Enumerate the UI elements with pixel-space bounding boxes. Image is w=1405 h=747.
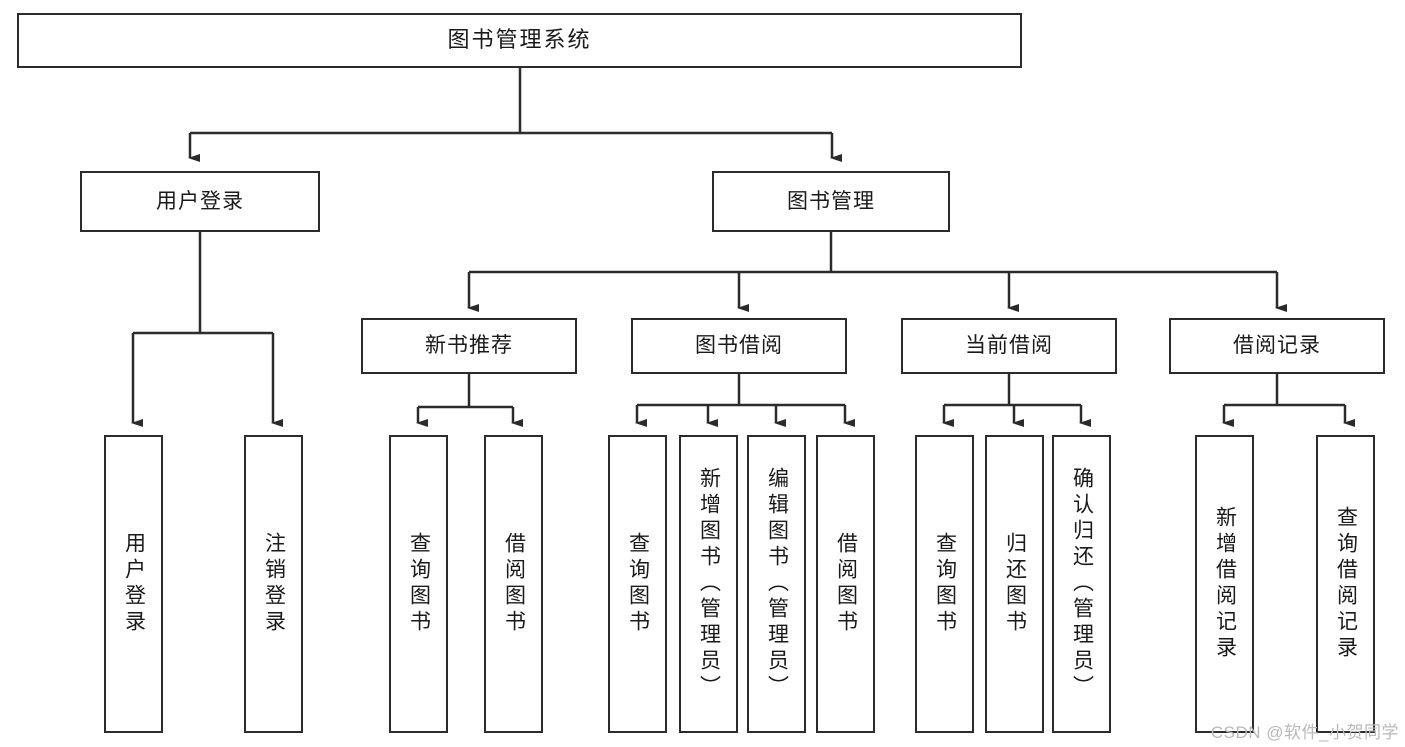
- node-leaf-query-book-2[interactable]: 查询图书: [608, 435, 667, 733]
- node-leaf-query-book-2-label: 查询图书: [626, 532, 650, 636]
- node-leaf-query-book-3-label: 查询图书: [933, 532, 957, 636]
- node-leaf-add-record[interactable]: 新增借阅记录: [1195, 435, 1254, 733]
- node-leaf-user-logout-label: 注销登录: [262, 532, 286, 636]
- node-root[interactable]: 图书管理系统: [17, 13, 1022, 68]
- node-leaf-return-book-label: 归还图书: [1003, 532, 1027, 636]
- node-leaf-edit-book-label: 编辑图书（管理员）: [765, 467, 789, 701]
- watermark: CSDN @软件_小贺同学: [1210, 723, 1399, 742]
- node-current-borrow-label: 当前借阅: [965, 334, 1053, 358]
- node-leaf-query-record[interactable]: 查询借阅记录: [1316, 435, 1375, 733]
- node-root-label: 图书管理系统: [447, 27, 592, 53]
- node-leaf-query-record-label: 查询借阅记录: [1334, 506, 1358, 662]
- node-book-manage-label: 图书管理: [787, 189, 875, 213]
- node-book-borrow[interactable]: 图书借阅: [631, 318, 847, 374]
- node-leaf-add-book[interactable]: 新增图书（管理员）: [679, 435, 738, 733]
- node-leaf-borrow-book-2-label: 借阅图书: [834, 532, 858, 636]
- node-new-book-recommend-label: 新书推荐: [425, 334, 513, 358]
- node-book-borrow-label: 图书借阅: [695, 334, 783, 358]
- node-leaf-borrow-book-1[interactable]: 借阅图书: [484, 435, 543, 733]
- node-leaf-edit-book[interactable]: 编辑图书（管理员）: [747, 435, 806, 733]
- node-leaf-add-record-label: 新增借阅记录: [1213, 506, 1237, 662]
- node-leaf-borrow-book-1-label: 借阅图书: [502, 532, 526, 636]
- node-leaf-user-logout[interactable]: 注销登录: [244, 435, 303, 733]
- node-user-login[interactable]: 用户登录: [80, 171, 320, 232]
- node-leaf-user-login-label: 用户登录: [122, 532, 146, 636]
- node-borrow-record[interactable]: 借阅记录: [1169, 318, 1385, 374]
- node-leaf-query-book-3[interactable]: 查询图书: [915, 435, 974, 733]
- node-leaf-return-book[interactable]: 归还图书: [985, 435, 1044, 733]
- node-user-login-label: 用户登录: [156, 189, 244, 213]
- node-leaf-user-login[interactable]: 用户登录: [104, 435, 163, 733]
- node-borrow-record-label: 借阅记录: [1233, 334, 1321, 358]
- node-leaf-confirm-return[interactable]: 确认归还（管理员）: [1052, 435, 1111, 733]
- node-new-book-recommend[interactable]: 新书推荐: [361, 318, 577, 374]
- node-book-manage[interactable]: 图书管理: [712, 171, 950, 232]
- node-leaf-add-book-label: 新增图书（管理员）: [697, 467, 721, 701]
- node-leaf-query-book-1[interactable]: 查询图书: [389, 435, 448, 733]
- node-current-borrow[interactable]: 当前借阅: [901, 318, 1117, 374]
- node-leaf-query-book-1-label: 查询图书: [407, 532, 431, 636]
- node-leaf-confirm-return-label: 确认归还（管理员）: [1070, 467, 1094, 701]
- node-leaf-borrow-book-2[interactable]: 借阅图书: [816, 435, 875, 733]
